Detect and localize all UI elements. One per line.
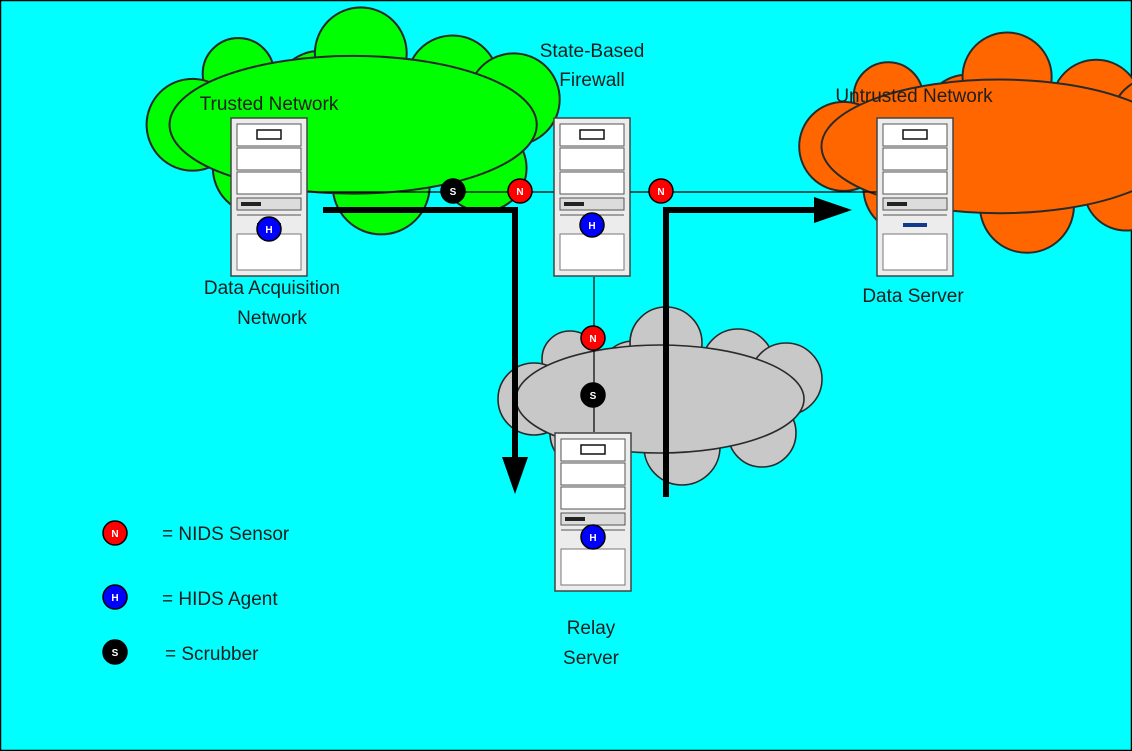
nids-sensor-badge: N — [580, 325, 606, 351]
svg-text:H: H — [265, 225, 272, 236]
nids-legend-icon — [102, 520, 128, 546]
legend-label-hids: = HIDS Agent — [162, 589, 278, 610]
hids-agent-badge: H — [256, 216, 282, 242]
relay-server — [554, 432, 632, 592]
svg-text:N: N — [657, 187, 664, 198]
data-acquisition-server — [230, 117, 308, 277]
firewall-server — [553, 117, 631, 277]
flow-arrow-to-data-server — [663, 197, 852, 497]
data-acquisition-label-line1: Data Acquisition — [204, 278, 340, 299]
nids-sensor-badge: N — [648, 178, 674, 204]
firewall-label-line2: Firewall — [559, 70, 624, 91]
legend-item-nids: N = NIDS Sensor — [102, 520, 290, 546]
data-server — [876, 117, 954, 277]
svg-text:H: H — [111, 593, 118, 604]
svg-text:N: N — [516, 187, 523, 198]
hids-agent-badge: H — [579, 212, 605, 238]
data-server-label: Data Server — [862, 286, 964, 307]
legend-label-nids: = NIDS Sensor — [162, 524, 290, 545]
relay-server-label-line2: Server — [563, 648, 620, 669]
trusted-network-title: Trusted Network — [200, 94, 339, 115]
scrubber-badge: S — [440, 178, 466, 204]
untrusted-network-title: Untrusted Network — [835, 86, 993, 107]
scrubber-badge: S — [580, 382, 606, 408]
legend-item-hids: H = HIDS Agent — [102, 584, 278, 610]
hids-agent-badge: H — [580, 524, 606, 550]
scrubber-legend-icon — [102, 639, 128, 665]
hids-legend-icon — [102, 584, 128, 610]
svg-text:N: N — [111, 529, 118, 540]
svg-text:H: H — [588, 221, 595, 232]
flow-arrow-to-relay — [323, 207, 528, 494]
svg-text:S: S — [112, 648, 119, 659]
legend-item-scrubber: S = Scrubber — [102, 639, 259, 665]
nids-sensor-badge: N — [507, 178, 533, 204]
firewall-label-line1: State-Based — [540, 41, 645, 62]
svg-text:H: H — [589, 533, 596, 544]
legend: N = NIDS Sensor H = HIDS Agent S = Scrub… — [102, 520, 290, 665]
data-acquisition-label-line2: Network — [237, 308, 307, 329]
svg-text:N: N — [589, 334, 596, 345]
svg-text:S: S — [590, 391, 597, 402]
legend-label-scrubber: = Scrubber — [165, 644, 259, 665]
svg-text:S: S — [450, 187, 457, 198]
relay-server-label-line1: Relay — [567, 618, 616, 639]
